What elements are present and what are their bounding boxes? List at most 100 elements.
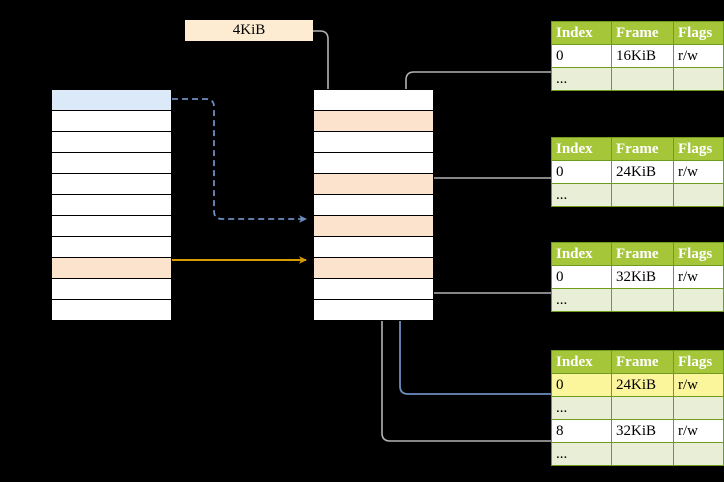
column-header-flags: Flags [673, 21, 724, 45]
physical-frame-row [313, 278, 434, 300]
page-table-ellipsis-row: ... [551, 396, 724, 420]
physical-frame-row [313, 257, 434, 279]
virtual-address-space-column [51, 89, 172, 321]
column-header-index: Index [551, 242, 612, 266]
virtual-page-cell-2 [51, 131, 172, 153]
physical-frame-row [313, 152, 434, 174]
cell-index: ... [551, 183, 612, 207]
cell-frame: 16KiB [611, 44, 674, 68]
cell-flags [673, 442, 724, 466]
page-table-ellipsis-row: ... [551, 67, 724, 91]
cell-frame [611, 396, 674, 420]
cell-frame [611, 442, 674, 466]
physical-frame-row [313, 299, 434, 321]
virtual-page-cell-7 [51, 236, 172, 258]
left-column-body [51, 89, 172, 321]
virtual-page-row [51, 110, 172, 132]
physical-frame-cell-10 [313, 299, 434, 321]
cell-index: ... [551, 67, 612, 91]
physical-frame-cell-1 [313, 110, 434, 132]
physical-frame-cell-5 [313, 194, 434, 216]
virtual-page-row [51, 299, 172, 321]
column-header-index: Index [551, 137, 612, 161]
cell-frame [611, 183, 674, 207]
column-header-flags: Flags [673, 242, 724, 266]
cell-frame: 32KiB [611, 265, 674, 289]
virtual-page-row [51, 89, 172, 111]
cell-flags [673, 183, 724, 207]
cell-frame: 24KiB [611, 373, 674, 397]
mid-column-body [313, 89, 434, 321]
column-header-frame: Frame [611, 21, 674, 45]
virtual-page-row [51, 152, 172, 174]
virtual-page-row [51, 278, 172, 300]
column-header-frame: Frame [611, 137, 674, 161]
physical-frame-cell-6 [313, 215, 434, 237]
physical-frame-cell-2 [313, 131, 434, 153]
physical-frame-row [313, 110, 434, 132]
virtual-page-cell-4 [51, 173, 172, 195]
virtual-page-cell-9 [51, 278, 172, 300]
physical-frame-row [313, 236, 434, 258]
virtual-page-cell-1 [51, 110, 172, 132]
cell-index: 0 [551, 44, 612, 68]
cell-index: 0 [551, 160, 612, 184]
column-header-frame: Frame [611, 350, 674, 374]
cell-flags: r/w [673, 160, 724, 184]
column-header-index: Index [551, 350, 612, 374]
virtual-page-cell-8 [51, 257, 172, 279]
cell-index: 0 [551, 265, 612, 289]
physical-frame-row [313, 131, 434, 153]
cell-index: 8 [551, 419, 612, 443]
page-size-label: 4KiB [185, 20, 313, 41]
cell-frame: 32KiB [611, 419, 674, 443]
physical-frame-cell-3 [313, 152, 434, 174]
virtual-page-row [51, 215, 172, 237]
physical-frame-row [313, 89, 434, 111]
column-header-flags: Flags [673, 137, 724, 161]
physical-frame-cell-8 [313, 257, 434, 279]
virtual-page-cell-3 [51, 152, 172, 174]
cell-flags [673, 67, 724, 91]
cell-flags [673, 396, 724, 420]
page-table-ellipsis-row: ... [551, 442, 724, 466]
virtual-page-cell-5 [51, 194, 172, 216]
cell-index: ... [551, 396, 612, 420]
virtual-page-cell-0 [51, 89, 172, 111]
column-header-index: Index [551, 21, 612, 45]
cell-frame [611, 67, 674, 91]
wire-left-row1-to-mid-row7-dashed [172, 98, 307, 223]
virtual-page-cell-10 [51, 299, 172, 321]
physical-frame-cell-9 [313, 278, 434, 300]
page-table-ellipsis-row: ... [551, 288, 724, 312]
physical-frame-cell-0 [313, 89, 434, 111]
virtual-page-row [51, 194, 172, 216]
cell-flags: r/w [673, 265, 724, 289]
cell-flags: r/w [673, 419, 724, 443]
cell-index: ... [551, 288, 612, 312]
cell-index: 0 [551, 373, 612, 397]
cell-flags: r/w [673, 44, 724, 68]
physical-frame-row [313, 215, 434, 237]
page-table-ellipsis-row: ... [551, 183, 724, 207]
virtual-page-cell-6 [51, 215, 172, 237]
physical-frame-cell-7 [313, 236, 434, 258]
